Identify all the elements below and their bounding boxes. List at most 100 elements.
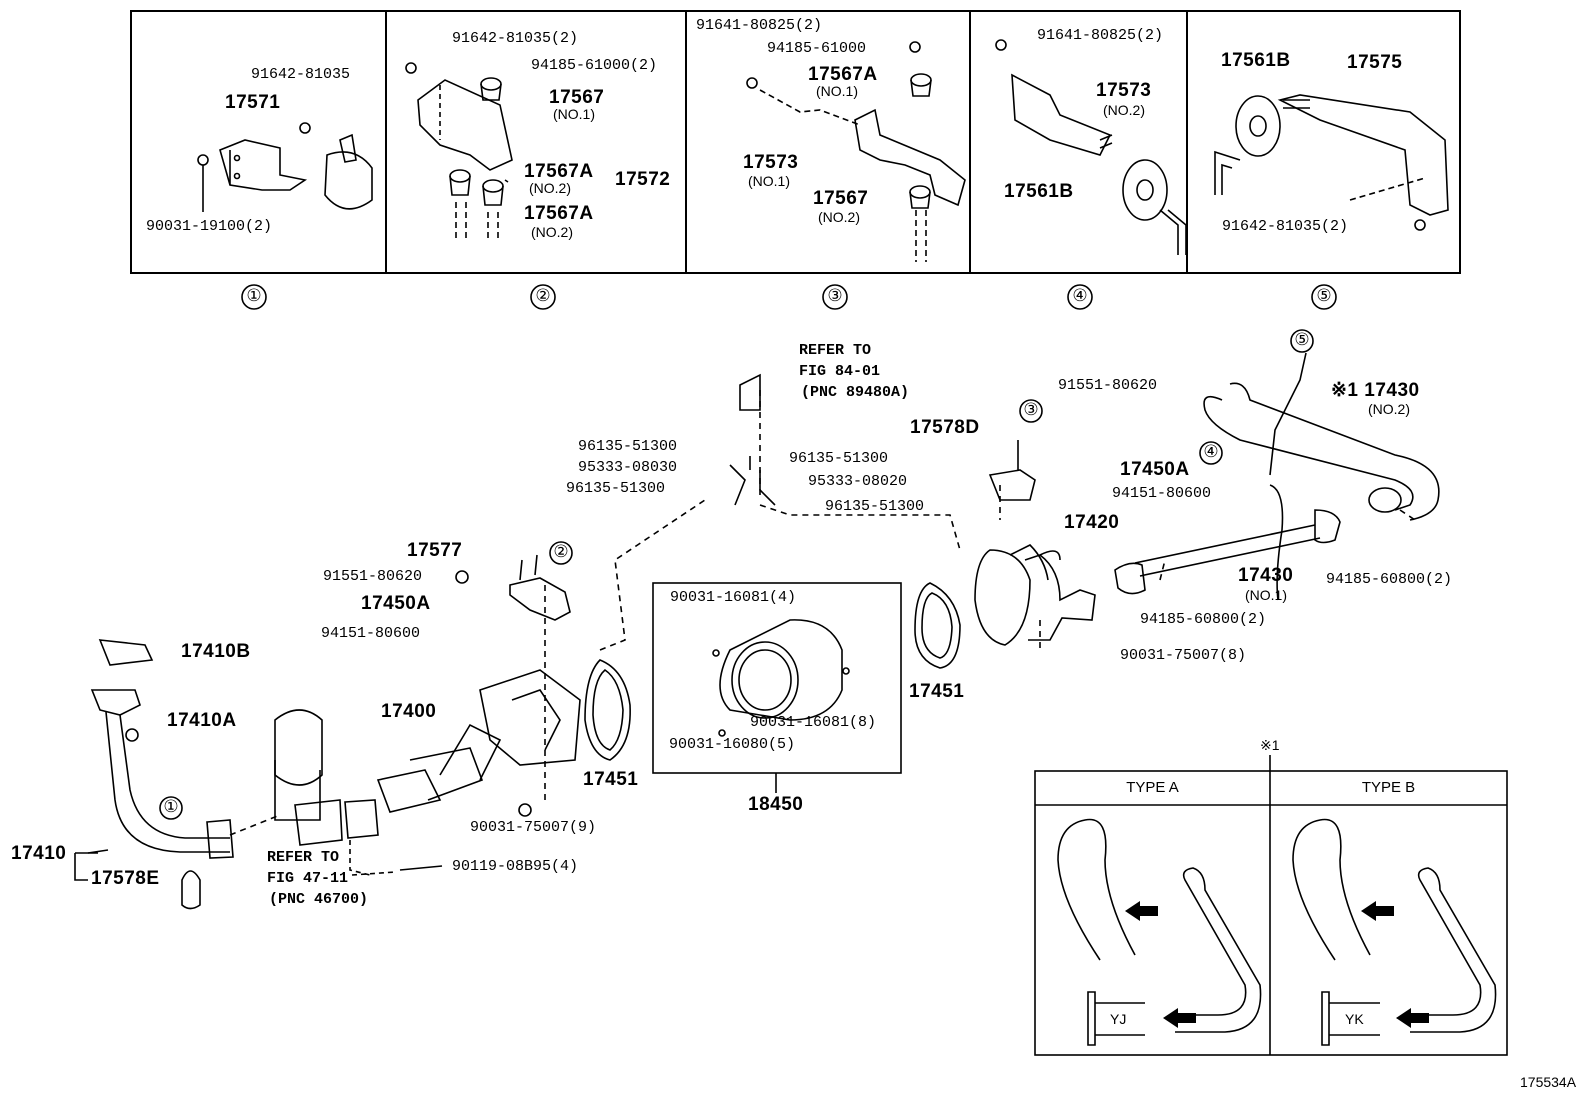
detail-panels-frame	[130, 10, 1461, 274]
label-91551-b: 91551-80620	[1058, 377, 1158, 394]
callout-4: ④	[1072, 286, 1088, 306]
refer-fig47-line1: REFER TO	[267, 849, 340, 866]
type-b-heading: TYPE B	[1361, 779, 1416, 796]
label-18450: 18450	[748, 794, 804, 815]
panel5-part-91642: 91642-81035(2)	[1222, 218, 1349, 235]
panel4-part-17561B: 17561B	[1004, 181, 1074, 202]
label-17410B: 17410B	[181, 641, 251, 662]
panel5-bracket-art	[1214, 94, 1449, 231]
label-17451-b: 17451	[909, 681, 965, 702]
vacuum-hose-art	[729, 456, 776, 506]
label-94185-b: 94185-60800(2)	[1326, 571, 1453, 588]
refer-fig84-line3: (PNC 89480A)	[801, 384, 910, 401]
label-90031-8: 90031-75007(8)	[1120, 647, 1247, 664]
label-95333-a: 95333-08030	[578, 459, 678, 476]
refer-fig47-line3: (PNC 46700)	[269, 891, 369, 908]
converter-art	[274, 570, 581, 876]
main-callout-4: ④	[1203, 442, 1219, 462]
label-90119: 90119-08B95(4)	[452, 858, 579, 875]
label-17430-no1: 17430	[1238, 565, 1294, 586]
panel3-part-17573: 17573	[743, 152, 799, 173]
arrow-left-icon	[1125, 901, 1158, 921]
label-17430-no2-sub: (NO.2)	[1368, 401, 1410, 417]
callout-1: ①	[246, 286, 262, 306]
silencer-art	[974, 544, 1096, 646]
type-a-code: YJ	[1110, 1011, 1127, 1027]
main-callout-2: ②	[553, 542, 569, 562]
panel1-part-90031: 90031-19100(2)	[146, 218, 273, 235]
panel5-part-17561B: 17561B	[1221, 50, 1291, 71]
heat-insulator-art	[712, 619, 850, 737]
panel2-part-91642: 91642-81035(2)	[452, 30, 579, 47]
panel2-part-17567: 17567	[549, 87, 605, 108]
label-17450A-b: 17450A	[1120, 459, 1190, 480]
panel3-part-17567: 17567	[813, 188, 869, 209]
label-95333-b: 95333-08020	[808, 473, 908, 490]
panel1-part-91642: 91642-81035	[251, 66, 351, 83]
panel2-part-17572: 17572	[615, 169, 671, 190]
main-callout-1: ①	[163, 797, 179, 817]
panel5-part-17575: 17575	[1347, 52, 1403, 73]
illustration-number: 175534A	[1520, 1074, 1577, 1090]
label-17430-no1-sub: (NO.1)	[1245, 587, 1287, 603]
label-94151-b: 94151-80600	[1112, 485, 1212, 502]
label-17577: 17577	[407, 540, 463, 561]
label-17578E: 17578E	[91, 868, 160, 889]
label-90031-16080-5: 90031-16080(5)	[669, 736, 796, 753]
label-90031-16081-8: 90031-16081(8)	[750, 714, 877, 731]
type-box-mark: ※1	[1260, 737, 1280, 753]
arrow-left-icon	[1396, 1008, 1429, 1028]
panel3-part-17567A: 17567A	[808, 64, 878, 85]
label-17410A: 17410A	[167, 710, 237, 731]
panel3-part-17567A-sub: (NO.1)	[816, 83, 858, 99]
label-90031-9: 90031-75007(9)	[470, 819, 597, 836]
leader-paths	[229, 390, 1416, 836]
gasket-art	[584, 582, 961, 761]
panel2-part-17567A-b-sub: (NO.2)	[531, 224, 573, 240]
label-94185-a: 94185-60800(2)	[1140, 611, 1267, 628]
label-91551-a: 91551-80620	[323, 568, 423, 585]
panel3-part-91641: 91641-80825(2)	[696, 17, 823, 34]
label-96135-d: 96135-51300	[825, 498, 925, 515]
refer-fig47-line2: FIG 47-11	[267, 870, 349, 887]
tailpipe-no1-art	[1114, 484, 1341, 601]
label-90031-16081-4: 90031-16081(4)	[670, 589, 797, 606]
type-a-heading: TYPE A	[1126, 779, 1179, 796]
type-b-art	[1292, 818, 1497, 1046]
label-17430-no2: ※1 17430	[1331, 380, 1420, 401]
label-17410: 17410	[11, 843, 67, 864]
panel2-bracket-art	[405, 62, 513, 240]
label-17420: 17420	[1064, 512, 1120, 533]
panel2-part-94185: 94185-61000(2)	[531, 57, 658, 74]
type-b-code: YK	[1345, 1011, 1364, 1027]
panel2-part-17567A-b: 17567A	[524, 203, 594, 224]
label-96135-b: 96135-51300	[566, 480, 666, 497]
bracket-17577-art	[509, 554, 571, 621]
label-96135-c: 96135-51300	[789, 450, 889, 467]
panel2-part-17567A-a-sub: (NO.2)	[529, 180, 571, 196]
bracket-17578D-art	[988, 440, 1036, 501]
type-a-art	[1057, 818, 1262, 1046]
panel4-bracket-art	[995, 39, 1187, 255]
refer-fig84-line1: REFER TO	[799, 342, 872, 359]
panel4-part-91641: 91641-80825(2)	[1037, 27, 1164, 44]
label-94151-a: 94151-80600	[321, 625, 421, 642]
type-box	[1034, 770, 1508, 1056]
panel4-part-17573: 17573	[1096, 80, 1152, 101]
panel2-part-17567A-a: 17567A	[524, 161, 594, 182]
label-17450A-a: 17450A	[361, 593, 431, 614]
panel1-bracket-art	[197, 122, 373, 212]
tailpipe-no2-art	[1203, 352, 1440, 521]
label-17400: 17400	[381, 701, 437, 722]
panel3-part-17573-sub: (NO.1)	[748, 173, 790, 189]
main-callout-5: ⑤	[1294, 330, 1310, 350]
hanger-ref-art	[739, 373, 761, 411]
refer-fig84-line2: FIG 84-01	[799, 363, 881, 380]
callout-3: ③	[827, 286, 843, 306]
heat-insulator-box	[652, 582, 902, 774]
label-96135-a: 96135-51300	[578, 438, 678, 455]
front-pipe-art	[74, 639, 234, 910]
callout-5: ⑤	[1316, 286, 1332, 306]
label-17451-a: 17451	[583, 769, 639, 790]
